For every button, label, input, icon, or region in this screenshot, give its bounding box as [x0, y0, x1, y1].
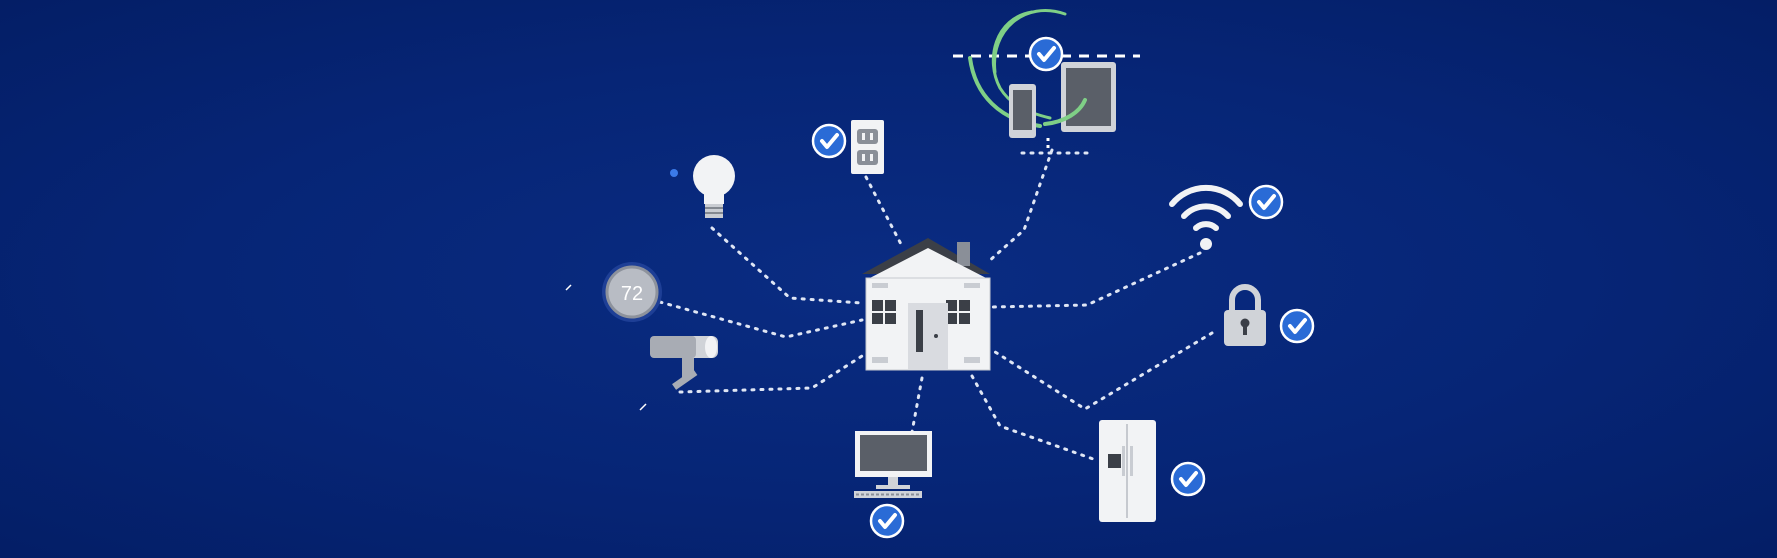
light-bulb-icon [670, 155, 735, 218]
link-fridge [970, 374, 1098, 462]
link-bulb [710, 226, 864, 305]
link-wifi [990, 251, 1202, 309]
thermostat-icon: 72 [565, 262, 662, 322]
check-wifi-icon [1248, 184, 1284, 220]
check-computer-icon [869, 503, 905, 539]
link-outlet [864, 175, 905, 250]
link-mobile [986, 148, 1054, 264]
padlock-icon [1224, 284, 1266, 346]
thermostat-reading: 72 [621, 283, 643, 305]
camera-icon [639, 336, 718, 411]
link-computer [910, 376, 924, 434]
link-camera [678, 354, 864, 394]
desktop-monitor-icon [854, 431, 932, 498]
phone-tablet-icon [953, 9, 1140, 150]
link-lock [990, 331, 1214, 411]
outlet-icon [851, 120, 884, 174]
connection-lines [658, 148, 1214, 462]
check-outlet-icon [811, 123, 847, 159]
link-thermostat [658, 300, 864, 339]
house-icon [862, 238, 991, 371]
fridge-icon [1099, 420, 1156, 522]
check-mobile-icon [1028, 36, 1064, 72]
check-lock-icon [1279, 308, 1315, 344]
wifi-icon [1169, 185, 1243, 250]
check-fridge-icon [1170, 461, 1206, 497]
